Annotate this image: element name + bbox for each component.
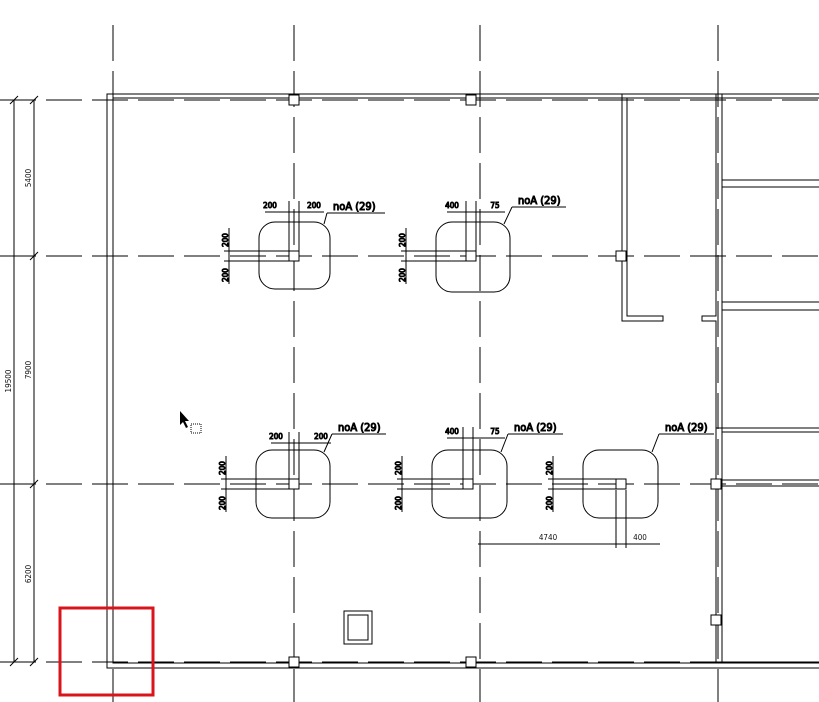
dim-seg-1: 5400	[24, 168, 33, 187]
footing-outline	[431, 449, 508, 519]
room-outline	[721, 97, 819, 181]
dim-left: 400	[445, 427, 459, 436]
dim-total: 19500	[4, 369, 13, 392]
leader-line	[651, 433, 660, 453]
leader-line	[323, 212, 328, 225]
dim-bottom: 200	[394, 496, 403, 510]
dim-tick	[29, 479, 39, 489]
footing-4: 200 200 noA (29) 400 75	[394, 421, 563, 519]
leader-line	[503, 206, 513, 225]
dim-bottom: 200	[398, 268, 407, 282]
opening-outer	[343, 610, 373, 645]
footing-tag: noA (29)	[333, 200, 376, 213]
outer-wall-outer	[106, 93, 819, 669]
footing-column	[462, 478, 474, 490]
dim-left: 200	[263, 201, 277, 210]
dim-bottom: 200	[218, 496, 227, 510]
column	[615, 250, 627, 262]
outer-wall-inner	[112, 97, 819, 664]
room-outline	[721, 186, 819, 303]
dim-width: 400	[633, 533, 647, 542]
dim-bottom: 200	[221, 268, 230, 282]
leader-line	[500, 433, 509, 453]
dim-top: 200	[218, 461, 227, 475]
footing-tag: noA (29)	[518, 194, 561, 207]
dim-left: 400	[445, 201, 459, 210]
column	[465, 94, 477, 106]
wall-line	[716, 427, 819, 433]
column	[288, 94, 300, 106]
mouse-cursor-icon	[180, 411, 202, 434]
dim-top: 200	[398, 233, 407, 247]
columns	[288, 94, 722, 668]
dim-span: 4740	[539, 533, 558, 542]
dim-tick	[29, 251, 39, 261]
footing-column	[288, 250, 300, 262]
dim-tick	[29, 657, 39, 667]
dim-top: 200	[394, 461, 403, 475]
dim-tick	[29, 95, 39, 105]
dim-top: 200	[221, 233, 230, 247]
footing-column	[615, 478, 627, 490]
footing-1: 200 200 noA (29) 200 200	[221, 200, 385, 290]
dim-seg-3: 6200	[24, 564, 33, 583]
column	[288, 656, 300, 668]
dim-right: 75	[490, 427, 499, 436]
span-dimension: 4740 400	[478, 490, 660, 548]
dim-top: 200	[545, 461, 554, 475]
footing-tag: noA (29)	[338, 421, 381, 434]
dim-right: 200	[307, 201, 321, 210]
room-outline	[721, 485, 819, 663]
level-dimensions: 19500 5400 7900 6200	[4, 95, 39, 667]
column	[465, 656, 477, 668]
footing-outline	[255, 449, 331, 519]
wall-line	[718, 479, 819, 487]
footing-3: 200 200 noA (29) 200 200	[218, 421, 386, 519]
footing-column	[288, 478, 300, 490]
dim-left: 200	[269, 432, 283, 441]
footing-tag: noA (29)	[514, 421, 557, 434]
dim-tick	[9, 657, 19, 667]
interior-wall	[621, 94, 664, 322]
interior-wall-left	[701, 94, 717, 662]
footing-5: 200 200 noA (29)	[545, 421, 714, 519]
column	[710, 478, 722, 490]
selection-box[interactable]	[58, 606, 155, 697]
footing-2: 200 200 noA (29) 400 75	[398, 194, 566, 293]
dim-bottom: 200	[545, 496, 554, 510]
footing-outline	[582, 449, 659, 519]
opening-inner	[347, 614, 369, 641]
grid-lines	[0, 25, 819, 702]
room-outline	[721, 309, 819, 429]
footing-column	[465, 250, 477, 262]
footing-outline	[258, 221, 331, 290]
dim-seg-2: 7900	[24, 360, 33, 379]
walls	[106, 93, 819, 669]
column	[710, 614, 722, 626]
dim-right: 75	[490, 201, 499, 210]
dim-right: 200	[314, 432, 328, 441]
dim-tick	[9, 95, 19, 105]
footing-tag: noA (29)	[665, 421, 708, 434]
footing-outline	[435, 221, 511, 293]
